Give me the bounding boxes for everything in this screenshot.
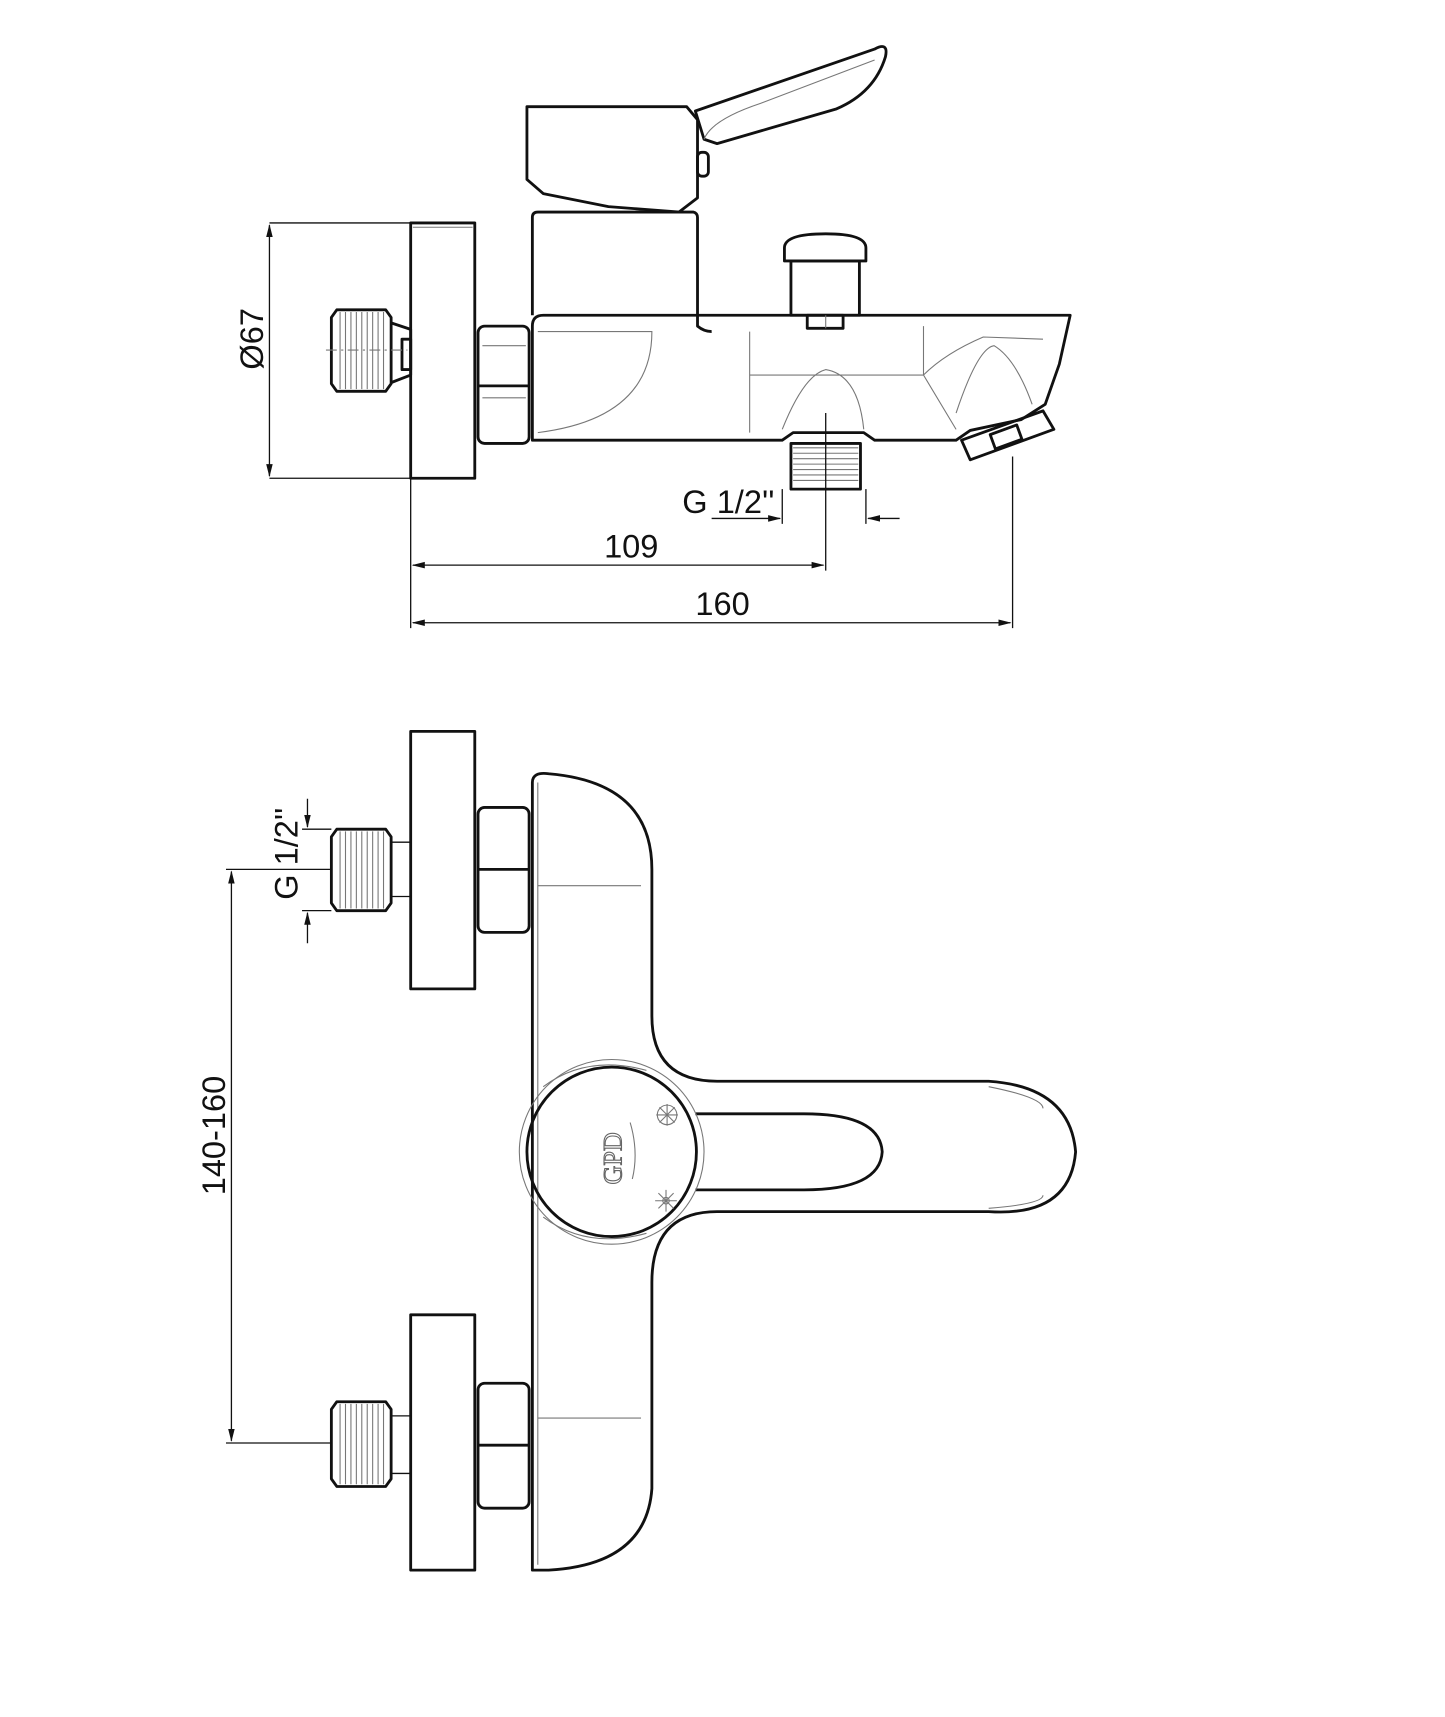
hex-nut [476, 324, 531, 445]
wall-flange [409, 221, 477, 480]
hex-nut-bottom [476, 1381, 531, 1510]
column [530, 210, 712, 333]
dimension-spout-length: 160 [411, 456, 1014, 629]
wall-flange-top [409, 729, 477, 991]
dim-label-outlet-distance: 109 [604, 528, 658, 565]
handle-cap: GPD [518, 1058, 705, 1245]
sun-icon [655, 1189, 677, 1212]
mixer-body [530, 313, 1072, 442]
hex-nut-top [476, 806, 531, 934]
front-view: GPD G 1/2'' 140-160 [195, 729, 1078, 1572]
handle [525, 45, 888, 214]
mixer-body-top [530, 772, 1078, 1572]
dimension-flange-diameter: Ø67 [233, 222, 411, 479]
brand-logo: GPD [598, 1132, 627, 1184]
dim-label-inlet-spacing: 140-160 [195, 1076, 232, 1196]
dimension-outlet-distance: 109 [410, 413, 827, 629]
inlet-thread [325, 308, 413, 393]
inlet-thread-top [329, 827, 411, 913]
dimension-outlet-thread: G 1/2'' [682, 483, 900, 524]
dim-label-inlet-thread: G 1/2'' [268, 808, 305, 900]
dim-label-spout-length: 160 [695, 585, 749, 622]
diverter-knob [783, 232, 868, 330]
dimension-inlet-spacing: 140-160 [195, 868, 332, 1444]
wall-flange-bottom [409, 1313, 477, 1572]
dim-label-outlet-thread: G 1/2'' [682, 483, 774, 520]
snowflake-icon [656, 1104, 678, 1126]
dimension-inlet-thread: G 1/2'' [268, 798, 332, 944]
side-view: Ø67 G 1/2'' 109 160 [233, 45, 1072, 629]
inlet-thread-bottom [329, 1400, 411, 1488]
aerator-nozzle [960, 409, 1056, 462]
dim-label-flange-diameter: Ø67 [233, 308, 270, 370]
